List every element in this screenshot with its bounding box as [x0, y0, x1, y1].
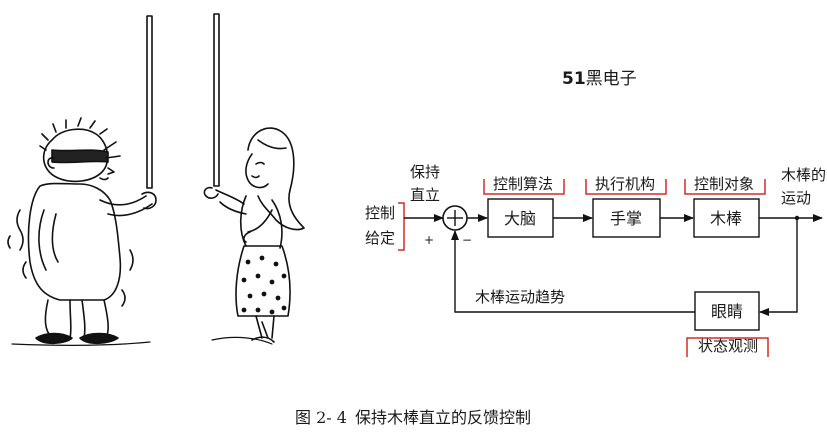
illustration [7, 13, 305, 346]
figure-caption: 图 2- 4 保持木棒直立的反馈控制 [295, 408, 531, 427]
controller-label: 大脑 [504, 209, 536, 228]
input-label-line2: 给定 [365, 229, 395, 247]
blindfolded-man-drawing [7, 15, 157, 345]
controller-tag: 控制算法 [483, 175, 565, 195]
figure-number: 图 2- 4 [295, 408, 347, 427]
sensor-block [694, 291, 760, 331]
sensor-tag: 状态观测 [686, 337, 769, 357]
actuator-tag: 执行机构 [585, 175, 667, 195]
woman-drawing [203, 13, 305, 345]
output-label-line2: 运动 [781, 189, 811, 207]
actuator-block [592, 198, 661, 238]
actuator-label: 手掌 [610, 209, 642, 228]
feedback-path-to-junction [451, 230, 695, 313]
ground-line [11, 341, 151, 346]
plant-tag-text: 控制对象 [694, 175, 754, 193]
block-diagram: 控制 给定 保持 直立 + − 大脑 手掌 木棒 木棒的 运动 [365, 163, 826, 357]
controller-block [487, 198, 554, 238]
actuator-tag-text: 执行机构 [595, 175, 655, 193]
plus-sign: + [424, 233, 434, 247]
output-label-line1: 木棒的 [781, 166, 826, 184]
setpoint-label-line2: 直立 [410, 186, 440, 204]
watermark-text: 51黑电子 [562, 69, 637, 89]
controller-tag-bracket [483, 179, 565, 195]
figure-title: 保持木棒直立的反馈控制 [355, 408, 531, 427]
setpoint-label-line1: 保持 [410, 163, 440, 181]
plant-block [693, 198, 760, 238]
sensor-tag-bracket [686, 337, 769, 357]
watermark-number: 51 [562, 69, 586, 89]
feedback-label: 木棒运动趋势 [475, 288, 565, 306]
controller-tag-text: 控制算法 [493, 175, 553, 193]
minus-sign: − [462, 233, 472, 247]
input-label-line1: 控制 [365, 204, 395, 222]
plant-tag-bracket [684, 179, 766, 195]
sensor-tag-text: 状态观测 [698, 337, 758, 355]
feedback-path-to-sensor [759, 218, 798, 316]
plant-label: 木棒 [710, 209, 742, 228]
sensor-label: 眼睛 [711, 302, 743, 321]
plant-tag: 控制对象 [684, 175, 766, 195]
actuator-tag-bracket [585, 179, 667, 195]
watermark-word: 黑电子 [586, 69, 637, 89]
input-tag-bracket [398, 202, 405, 251]
